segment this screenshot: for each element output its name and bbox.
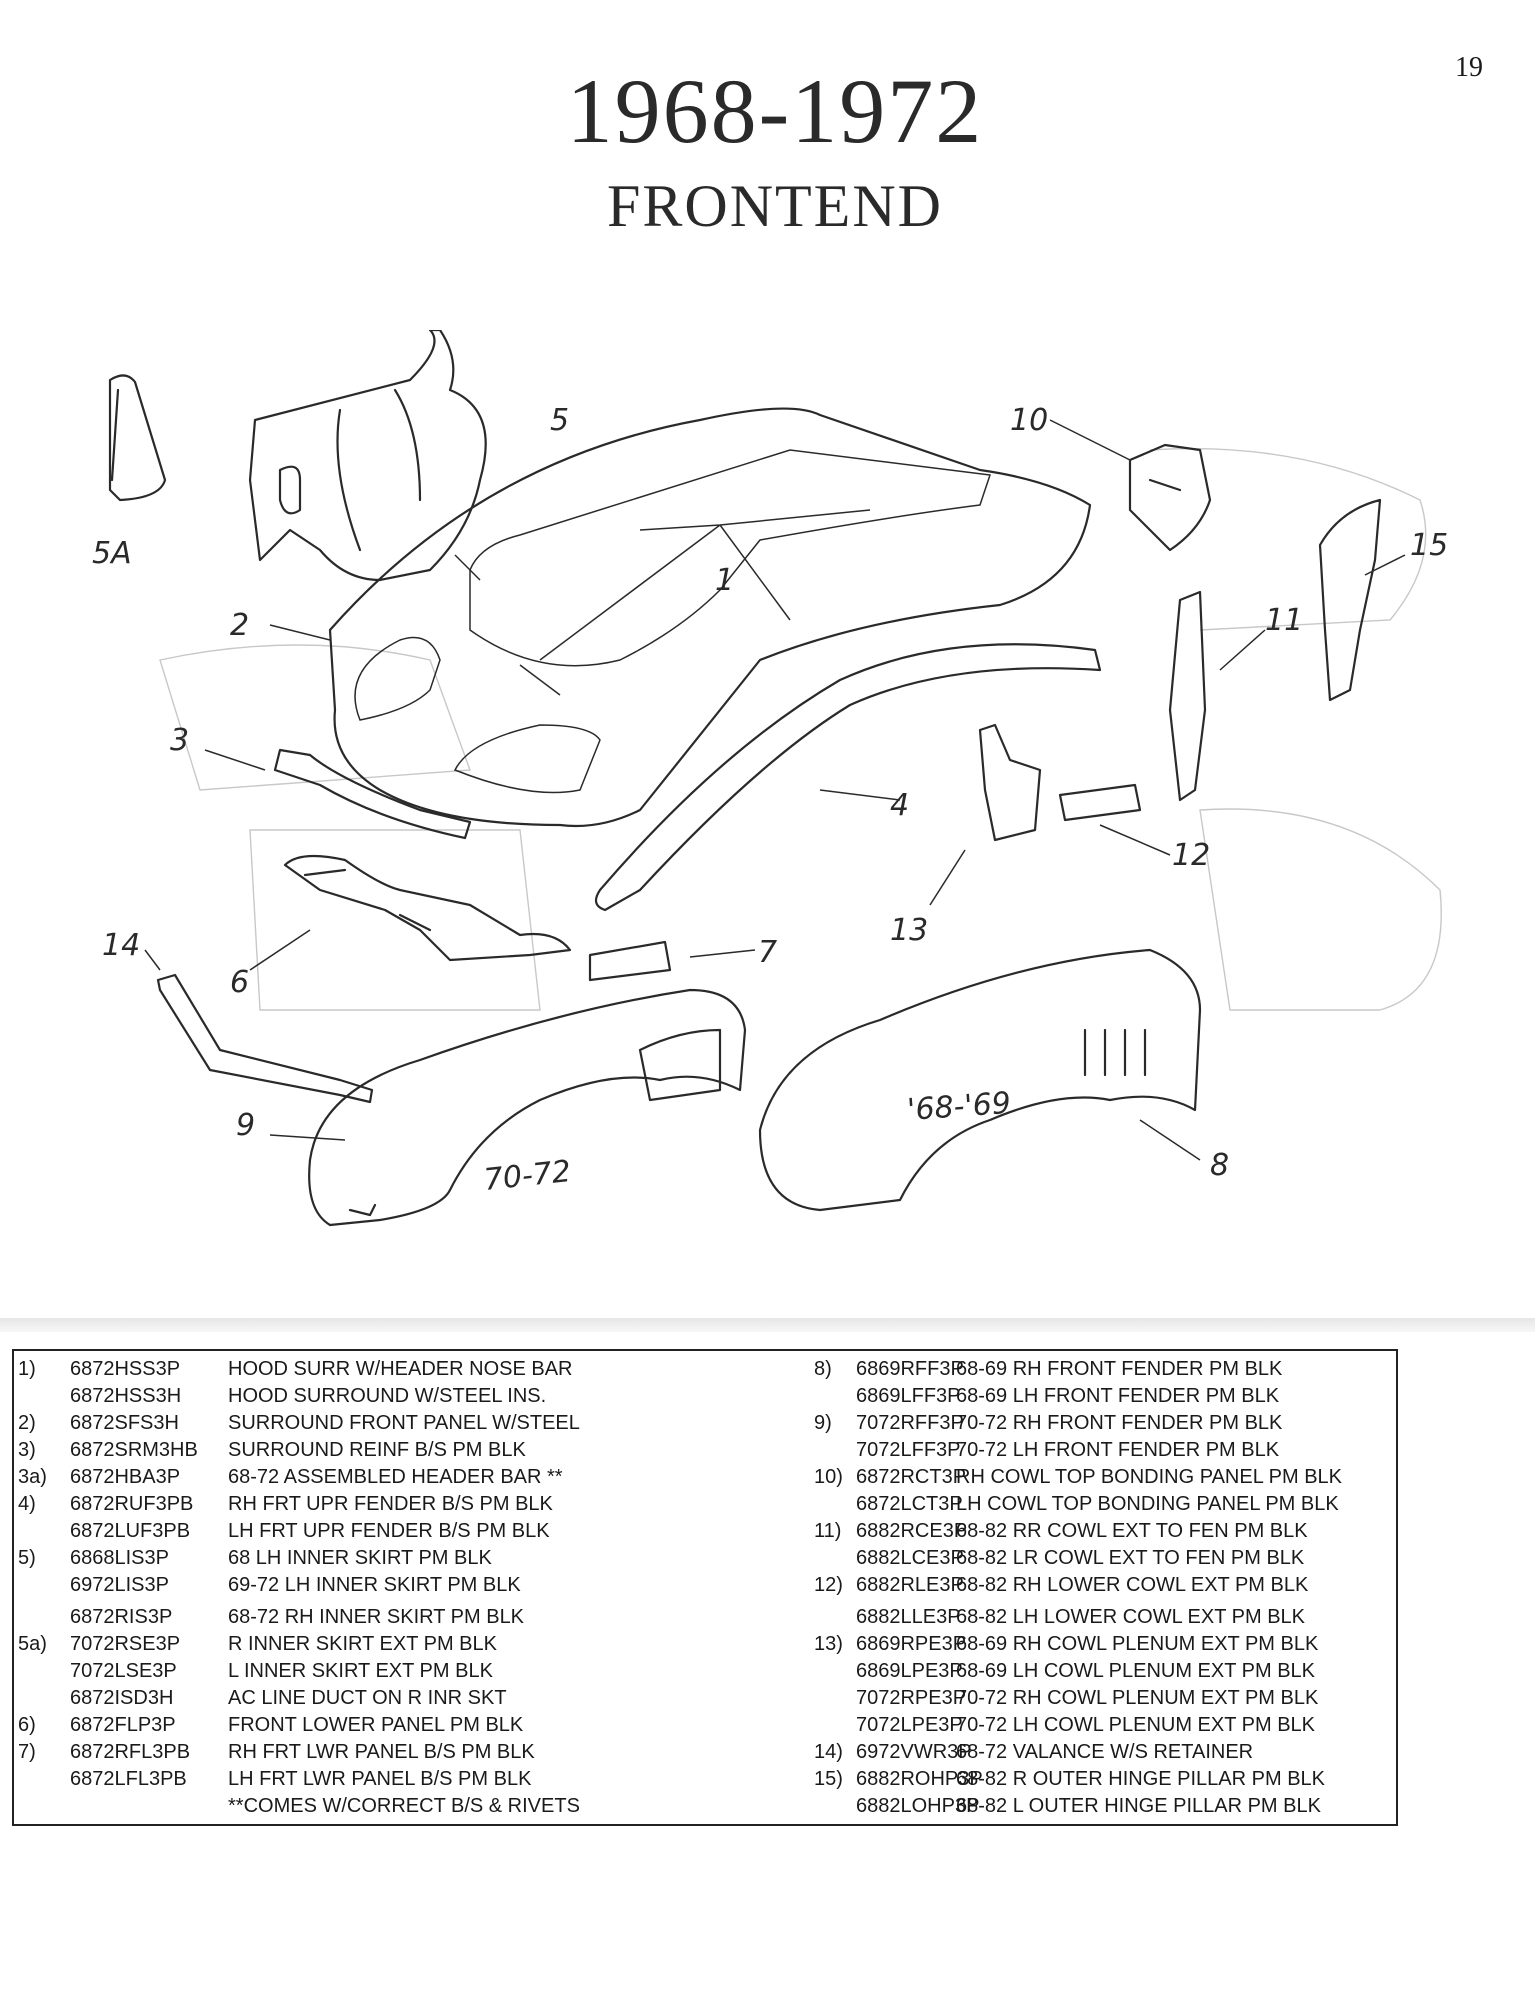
variant-label-68-69: '68-'69 <box>906 1086 1012 1128</box>
variant-label-70-72: 70-72 <box>482 1154 572 1198</box>
callout-label-4: 4 <box>890 788 909 823</box>
callout-label-5a: 5A <box>92 536 132 571</box>
callout-label-7: 7 <box>758 935 777 970</box>
callout-label-6: 6 <box>230 965 249 1000</box>
callout-label-8: 8 <box>1210 1148 1229 1183</box>
page-number: 19 <box>1455 52 1483 83</box>
part-15-outer-hinge-pillar <box>1318 498 1382 702</box>
part-14-valance-retainer <box>156 973 374 1104</box>
part-3-surround-reinforcement <box>273 748 472 840</box>
catalog-year-title: 1968-1972 <box>566 60 984 162</box>
callout-label-12: 12 <box>1172 838 1210 873</box>
catalog-section-title: FRONTEND <box>606 173 943 239</box>
callout-label-3: 3 <box>170 723 189 758</box>
callout-label-1: 1 <box>715 563 734 598</box>
part-13-cowl-plenum-extension <box>978 723 1042 842</box>
part-12-lower-cowl-extension <box>1058 783 1142 822</box>
part-8-68-69-front-fender <box>758 948 1202 1212</box>
callout-label-5: 5 <box>550 403 569 438</box>
bleed-through-divider <box>0 1318 1535 1332</box>
part-11-rear-cowl-extension <box>1168 590 1207 802</box>
callout-label-14: 14 <box>102 928 140 963</box>
part-6-front-lower-panel <box>283 854 572 962</box>
callout-label-10: 10 <box>1010 403 1048 438</box>
exploded-parts-diagram: 1 2 3 4 5 5A 6 7 8 9 10 11 12 13 14 15 7… <box>0 328 1535 1330</box>
part-9-70-72-front-fender <box>308 988 747 1227</box>
part-1-hood-surround <box>328 407 1092 828</box>
part-5-inner-skirt <box>248 328 487 582</box>
part-10-cowl-top-bonding-panel <box>1128 443 1212 552</box>
part-5a-inner-skirt-extension <box>108 374 167 502</box>
callout-arrow-1 <box>539 509 871 661</box>
callout-label-11: 11 <box>1265 603 1303 638</box>
callout-label-2: 2 <box>230 608 249 643</box>
part-4-upper-fender <box>594 643 1102 912</box>
part-7-front-lower-panel-bracket <box>588 940 672 982</box>
callout-label-15: 15 <box>1410 528 1448 563</box>
callout-label-13: 13 <box>890 913 928 948</box>
callout-label-9: 9 <box>236 1108 255 1143</box>
